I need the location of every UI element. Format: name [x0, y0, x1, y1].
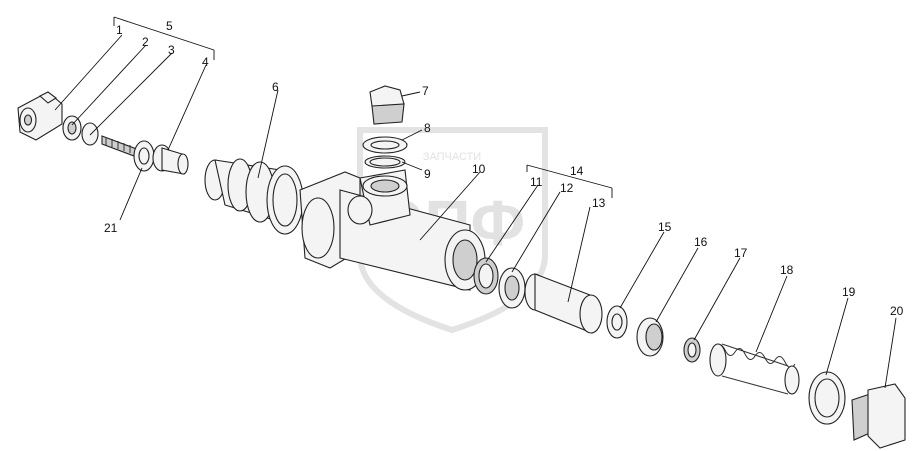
callout-15: 15 [658, 220, 672, 234]
part-9-ring [364, 155, 406, 169]
callout-9: 9 [424, 167, 431, 181]
part-2-nut [62, 115, 82, 141]
part-21-washer [133, 140, 155, 172]
part-6-boot [204, 158, 304, 235]
callout-14: 14 [570, 164, 584, 178]
callout-11: 11 [530, 175, 543, 189]
part-20-end-plug [851, 383, 906, 449]
callout-3: 3 [168, 43, 175, 57]
part-10-cylinder-body [299, 169, 486, 291]
part-1-clevis [17, 91, 63, 141]
callout-19: 19 [842, 285, 856, 299]
callout-2: 2 [142, 35, 149, 49]
callout-7: 7 [422, 84, 429, 98]
callout-labels: 1 2 3 4 5 6 7 8 9 10 11 12 13 14 15 16 1… [104, 19, 904, 318]
part-12-cup [498, 267, 526, 309]
part-4-pushrod [152, 144, 189, 175]
callout-4: 4 [202, 55, 209, 69]
callout-6: 6 [272, 80, 279, 94]
part-13-piston [524, 273, 603, 334]
part-15-washer [606, 305, 628, 339]
callout-5: 5 [166, 19, 173, 33]
callout-18: 18 [780, 263, 794, 277]
part-18-spring [709, 343, 800, 395]
callout-21: 21 [104, 221, 118, 235]
part-11-seal [473, 257, 499, 295]
leader-lines [54, 16, 897, 389]
callout-1: 1 [116, 23, 123, 37]
callout-12: 12 [560, 181, 574, 195]
callout-8: 8 [424, 121, 431, 135]
part-8-washer [362, 136, 408, 154]
callout-20: 20 [890, 304, 904, 318]
part-19-gasket [808, 371, 846, 425]
part-16-bushing [636, 317, 664, 357]
callout-17: 17 [734, 246, 748, 260]
part-7-plug [369, 85, 405, 125]
callout-13: 13 [592, 196, 606, 210]
callout-10: 10 [472, 162, 486, 176]
callout-16: 16 [694, 235, 708, 249]
part-17-ring [683, 337, 701, 363]
watermark-top-text: ЗАПЧАСТИ [423, 151, 481, 163]
